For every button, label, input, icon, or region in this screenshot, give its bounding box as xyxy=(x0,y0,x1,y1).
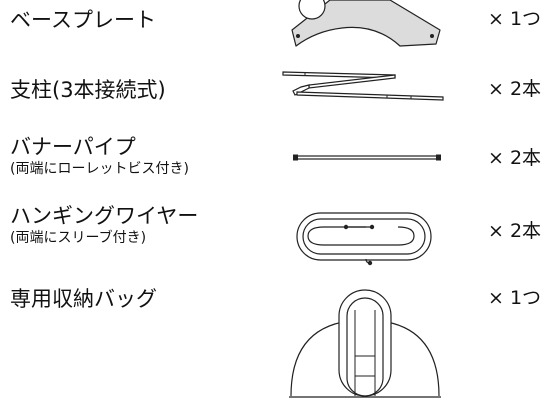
item-name-banner-pipe: バナーパイプ xyxy=(10,135,136,159)
pole-icon xyxy=(282,67,453,107)
item-note-hanging-wire: (両端にスリーブ付き) xyxy=(10,230,147,246)
hanging-wire-icon xyxy=(296,205,436,267)
item-name-base-plate: ベースプレート xyxy=(10,8,156,32)
item-quantity-banner-pipe: × 2本 xyxy=(488,147,542,169)
banner-pipe-icon xyxy=(293,153,443,163)
item-name-hanging-wire: ハンギングワイヤー xyxy=(10,204,199,228)
item-quantity-hanging-wire: × 2本 xyxy=(488,220,542,242)
item-name-pole: 支柱(3本接続式) xyxy=(10,78,166,102)
item-quantity-storage-bag: × 1つ xyxy=(488,287,542,309)
item-name-storage-bag: 専用収納バッグ xyxy=(10,287,157,311)
item-quantity-base-plate: × 1つ xyxy=(488,8,542,30)
item-note-banner-pipe: (両端にローレットビス付き) xyxy=(10,161,189,177)
base-plate-icon xyxy=(272,0,452,52)
storage-bag-icon xyxy=(289,288,441,398)
item-quantity-pole: × 2本 xyxy=(488,78,542,100)
